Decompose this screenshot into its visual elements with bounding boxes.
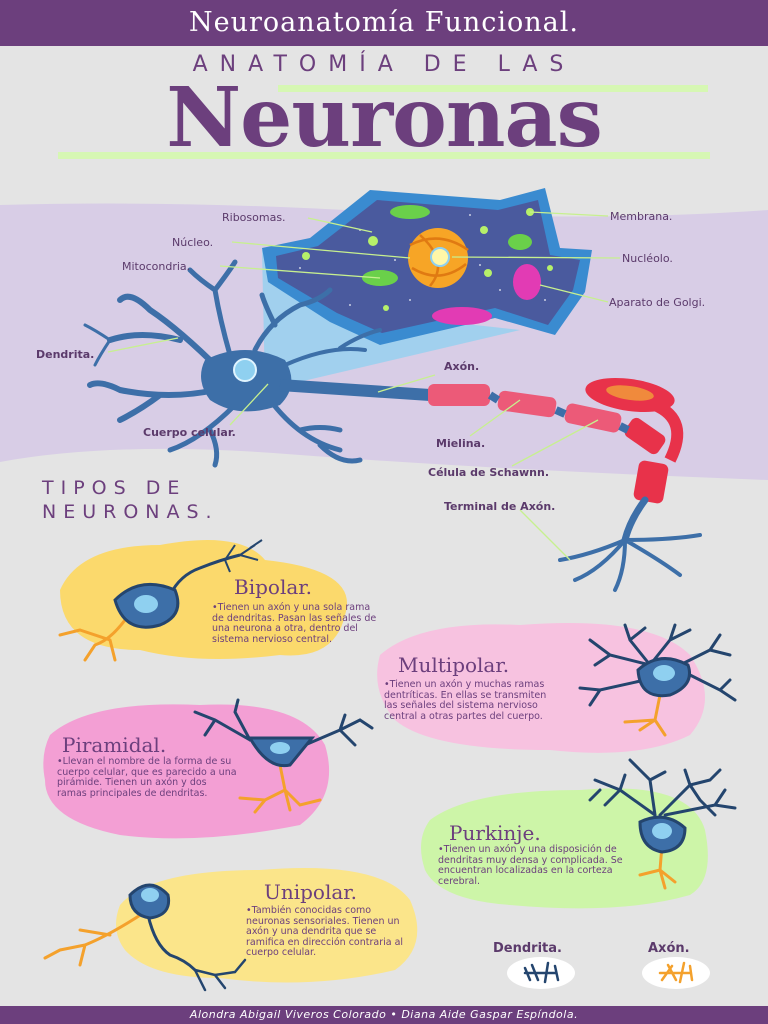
axon-terminal	[558, 496, 702, 592]
multipolar-blob	[377, 623, 705, 753]
piramidal-title: Piramidal.	[62, 733, 167, 757]
label-cuerpo-celular: Cuerpo celular.	[143, 426, 236, 439]
subtitle: ANATOMÍA DE LAS	[192, 52, 576, 77]
multipolar-desc: •Tienen un axón y muchas ramas dentrític…	[384, 679, 547, 722]
main-nucleus	[233, 358, 257, 382]
label-terminal: Terminal de Axón.	[444, 500, 556, 513]
types-heading: TIPOS DE NEURONAS.	[42, 476, 219, 524]
multipolar-neuron	[578, 623, 737, 737]
purkinje-title: Purkinje.	[449, 821, 541, 845]
mitochondria	[390, 205, 430, 219]
piramidal-neuron	[193, 698, 374, 814]
golgi-apparatus	[513, 264, 541, 300]
label-nucleo: Núcleo.	[172, 236, 214, 249]
main-title: Neuronas	[166, 70, 603, 166]
main-neuron-dendrites	[83, 259, 382, 468]
divider-bottom	[58, 152, 710, 159]
myelin-sheath	[428, 384, 669, 504]
legend-dendrita-label: Dendrita.	[493, 941, 562, 956]
purkinje-neuron	[588, 758, 737, 890]
legend-axon-icon	[642, 957, 710, 989]
types-heading-line1: TIPOS DE	[42, 477, 187, 499]
unipolar-title: Unipolar.	[264, 880, 358, 904]
types-heading-line2: NEURONAS.	[42, 501, 219, 523]
top-title: Neuroanatomía Funcional.	[0, 0, 768, 46]
divider-top	[278, 85, 708, 92]
purkinje-desc: •Tienen un axón y una disposición de den…	[438, 844, 623, 887]
legend-axon-label: Axón.	[648, 941, 690, 956]
bipolar-desc: •Tienen un axón y una sola rama de dendr…	[212, 602, 377, 645]
unipolar-neuron	[43, 883, 247, 992]
legend-dendrite-icon	[507, 957, 575, 989]
label-membrana: Membrana.	[610, 210, 673, 223]
nucleolus	[430, 247, 450, 267]
bipolar-neuron	[58, 539, 263, 662]
label-ribosomas: Ribosomas.	[222, 211, 286, 224]
bipolar-title: Bipolar.	[234, 575, 312, 599]
label-golgi: Aparato de Golgi.	[609, 296, 706, 309]
footer-credits: Alondra Abigail Viveros Colorado • Diana…	[0, 1006, 768, 1024]
label-dendrita: Dendrita.	[36, 348, 95, 361]
label-mitocondria: Mitocondria.	[122, 260, 191, 273]
piramidal-desc: •Llevan el nombre de la forma de su cuer…	[57, 756, 237, 799]
label-mielina: Mielina.	[436, 437, 486, 450]
bipolar-blob	[60, 540, 348, 659]
purkinje-blob	[421, 788, 708, 909]
unipolar-desc: •También conocidas como neuronas sensori…	[246, 905, 404, 958]
label-axon: Axón.	[444, 360, 480, 373]
label-nucleolo: Nucléolo.	[622, 252, 673, 265]
leader-lines	[107, 211, 621, 561]
multipolar-title: Multipolar.	[398, 653, 510, 677]
main-axon	[279, 379, 431, 401]
unipolar-blob	[116, 868, 418, 983]
label-schwann: Célula de Schawnn.	[428, 466, 550, 479]
